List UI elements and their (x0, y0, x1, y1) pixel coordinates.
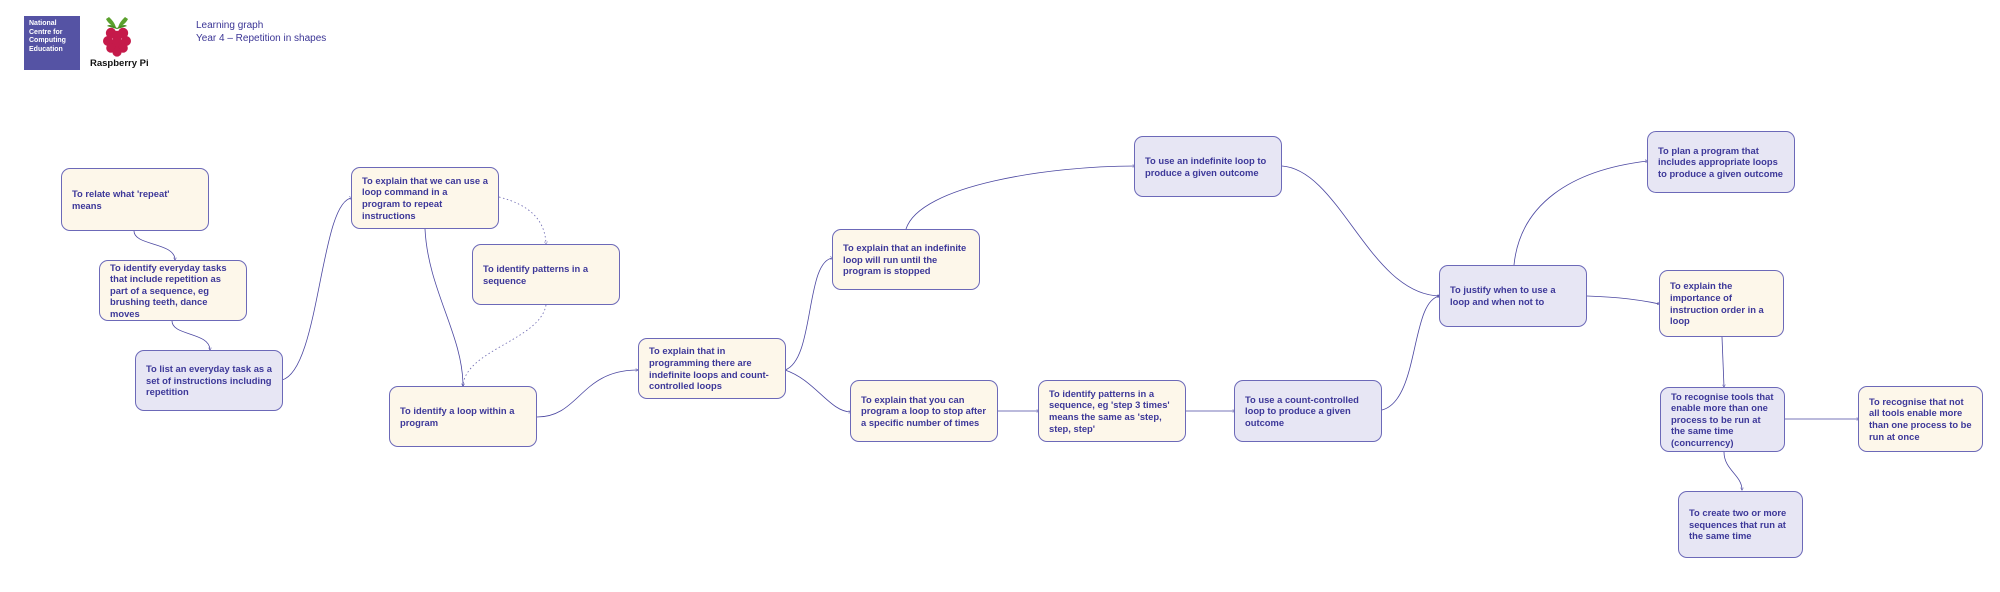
page-subtitle: Year 4 – Repetition in shapes (196, 32, 327, 44)
edge (905, 166, 1135, 230)
node-not-all-tools[interactable]: To recognise that not all tools enable m… (1858, 386, 1983, 452)
page-title: Learning graph (196, 20, 264, 31)
node-use-indefinite-loop[interactable]: To use an indefinite loop to produce a g… (1134, 136, 1282, 197)
edge (1281, 165, 1440, 296)
node-justify-loop[interactable]: To justify when to use a loop and when n… (1439, 265, 1587, 327)
edge (536, 370, 638, 418)
raspberry-pi-icon (103, 17, 131, 57)
edge (1513, 161, 1648, 266)
node-use-count-controlled-loop[interactable]: To use a count-controlled loop to produc… (1234, 380, 1382, 442)
edge (784, 369, 851, 412)
node-plan-program[interactable]: To plan a program that includes appropri… (1647, 131, 1795, 193)
ncce-logo-line: Centre for (29, 28, 63, 36)
node-relate-repeat[interactable]: To relate what 'repeat' means (61, 168, 209, 231)
ncce-logo: National Centre for Computing Education (24, 16, 80, 70)
edge (1723, 451, 1742, 490)
edge (133, 230, 175, 260)
ncce-logo-line: National (29, 20, 57, 27)
edge (1721, 336, 1724, 387)
edge (171, 320, 210, 350)
node-identify-loop[interactable]: To identify a loop within a program (389, 386, 537, 447)
node-two-sequences[interactable]: To create two or more sequences that run… (1678, 491, 1803, 558)
node-indefinite-and-count-loops[interactable]: To explain that in programming there are… (638, 338, 786, 399)
edge-dotted (498, 196, 546, 244)
ncce-logo-line: Computing (29, 37, 66, 45)
edge (1586, 295, 1660, 304)
edge-dotted (463, 304, 547, 386)
node-instruction-order[interactable]: To explain the importance of instruction… (1659, 270, 1784, 337)
ncce-logo-line: Education (29, 45, 63, 53)
node-stop-after-times[interactable]: To explain that you can program a loop t… (850, 380, 998, 442)
edge (424, 228, 463, 386)
node-everyday-tasks[interactable]: To identify everyday tasks that include … (99, 260, 247, 321)
node-step-3-times[interactable]: To identify patterns in a sequence, eg '… (1038, 380, 1186, 442)
edge (784, 258, 833, 371)
raspberry-pi-wordmark: Raspberry Pi (90, 58, 149, 69)
edge (1381, 296, 1440, 411)
node-patterns-sequence[interactable]: To identify patterns in a sequence (472, 244, 620, 305)
node-indefinite-until-stopped[interactable]: To explain that an indefinite loop will … (832, 229, 980, 290)
edge (281, 198, 352, 381)
node-concurrency-tools[interactable]: To recognise tools that enable more than… (1660, 387, 1785, 452)
node-list-everyday-task[interactable]: To list an everyday task as a set of ins… (135, 350, 283, 411)
node-loop-command[interactable]: To explain that we can use a loop comman… (351, 167, 499, 229)
title-block: Learning graph Year 4 – Repetition in sh… (196, 20, 326, 45)
